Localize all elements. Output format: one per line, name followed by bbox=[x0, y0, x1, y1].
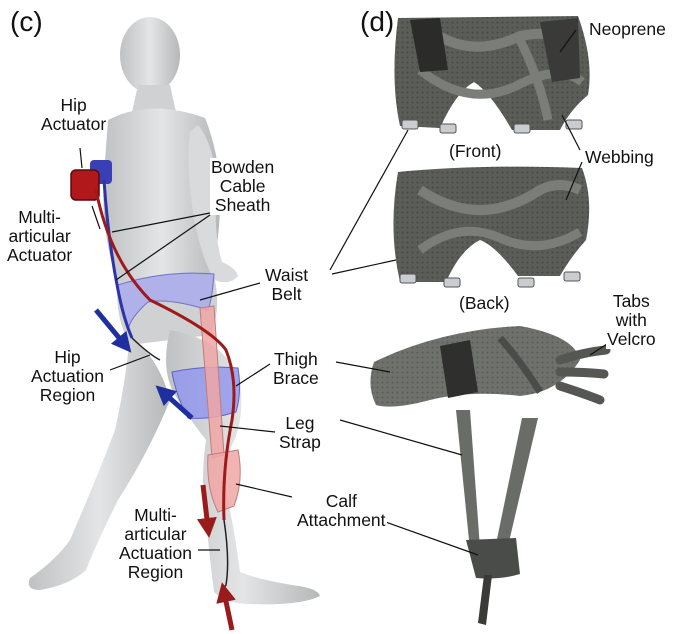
label-hip-actuation-region: Hip Actuation Region bbox=[30, 348, 105, 405]
label-front: (Front) bbox=[448, 142, 503, 161]
label-waist-belt: Waist Belt bbox=[264, 266, 309, 304]
label-back: (Back) bbox=[458, 294, 511, 313]
thigh-brace-photo bbox=[370, 326, 606, 407]
hip-actuator-red-box bbox=[71, 170, 99, 200]
waist-belt-back-photo bbox=[393, 167, 589, 287]
label-calf-attachment: Calf Attachment bbox=[296, 492, 387, 530]
label-neoprene: Neoprene bbox=[588, 20, 667, 39]
label-hip-actuator: Hip Actuator bbox=[40, 96, 107, 134]
label-tabs-with-velcro: Tabs with Velcro bbox=[606, 292, 657, 349]
label-thigh-brace: Thigh Brace bbox=[272, 350, 320, 388]
label-multi-articular-actuator: Multi- articular Actuator bbox=[6, 208, 73, 265]
leg-strap-photo bbox=[456, 410, 538, 625]
panel-label-d: (d) bbox=[360, 6, 394, 38]
label-webbing: Webbing bbox=[584, 148, 655, 167]
label-bowden-cable-sheath: Bowden Cable Sheath bbox=[210, 158, 275, 215]
figure-neck bbox=[132, 85, 176, 112]
panel-label-c: (c) bbox=[10, 6, 43, 38]
waist-belt-front-photo bbox=[394, 16, 589, 133]
figure-head bbox=[120, 17, 180, 93]
label-leg-strap: Leg Strap bbox=[278, 414, 322, 452]
label-multi-articular-actuation-region: Multi- articular Actuation Region bbox=[118, 506, 193, 582]
